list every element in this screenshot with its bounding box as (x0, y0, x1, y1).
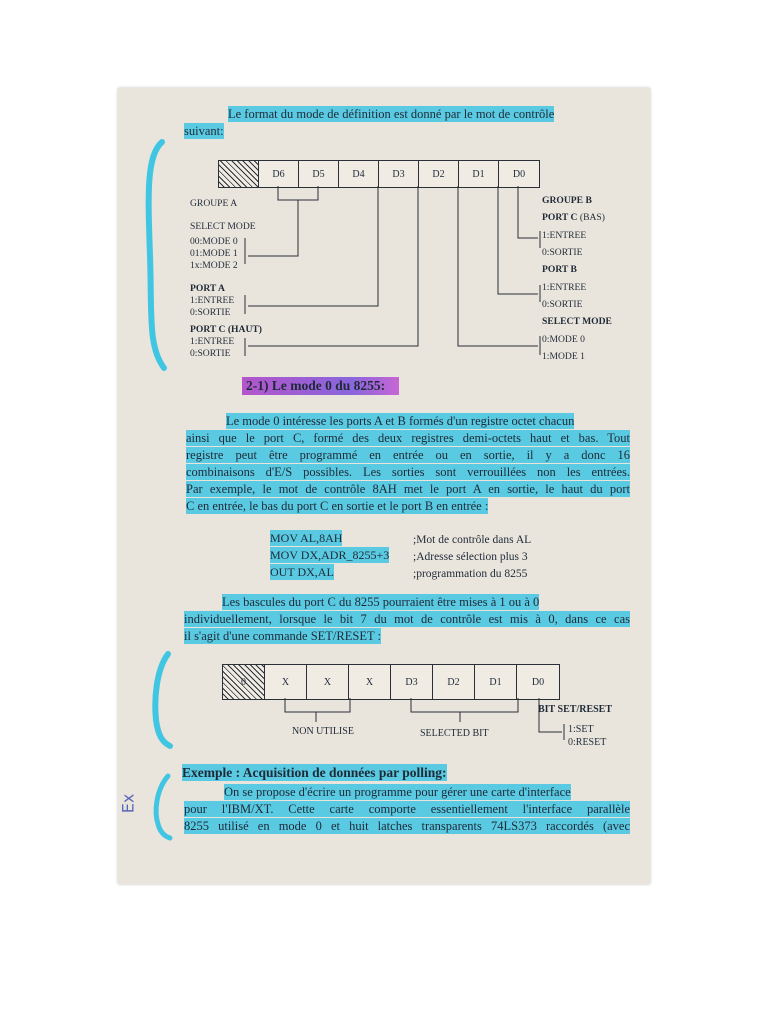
register-cell-d0: D0 (512, 168, 526, 180)
port-c-haut-label: PORT C (HAUT) (190, 324, 262, 335)
body-line-3: registre peut être programmé en entrée o… (186, 447, 630, 463)
code-comment-3: ;programmation du 8255 (413, 568, 528, 580)
register-cell-d5: D5 (299, 161, 339, 187)
selected-bit-label: SELECTED BIT (420, 728, 489, 739)
section-heading: 2-1) Le mode 0 du 8255: (242, 377, 400, 395)
port-c-bas-name: PORT C (542, 212, 578, 223)
code-instr-1: MOV AL,8AH (270, 530, 343, 546)
bits-line-2: individuellement, lorsque le bit 7 du mo… (184, 611, 630, 627)
register2-cell-x2: X (307, 665, 349, 699)
port-b-label: PORT B (542, 264, 577, 275)
bracket-mark-2 (152, 651, 173, 749)
mode1-b-label: 1:MODE 1 (542, 351, 585, 362)
port-a-out-label: 0:SORTIE (190, 307, 231, 318)
intro-line-1: Le format du mode de définition est donn… (228, 106, 555, 122)
mode0-b-label: 0:MODE 0 (542, 334, 585, 345)
code-instr-3: OUT DX,AL (270, 564, 334, 580)
port-c-haut-in-label: 1:ENTREE (190, 336, 235, 347)
body-line-5: Par exemple, le mot de contrôle 8AH met … (186, 481, 630, 497)
select-mode-b-label: SELECT MODE (542, 316, 612, 327)
set-label: 1:SET (568, 724, 594, 735)
body-line-6: C en entrée, le bas du port C en sortie … (186, 498, 489, 514)
bracket-mark-1 (145, 139, 167, 371)
port-c-bas-out-label: 0:SORTIE (542, 247, 583, 258)
register-cell-d6: D6 (259, 161, 299, 187)
code-comment-2: ;Adresse sélection plus 3 (413, 551, 528, 563)
mode1-a-label: 01:MODE 1 (190, 248, 238, 259)
bracket-mark-3 (153, 773, 173, 841)
margin-note: Ex (118, 793, 138, 814)
register-cell-d7 (219, 161, 259, 187)
scanned-page: Le format du mode de définition est donn… (118, 88, 650, 884)
register2-cell-x3: X (349, 665, 391, 699)
register2-wiring (284, 698, 565, 740)
port-b-out-label: 0:SORTIE (542, 299, 583, 310)
port-c-bas-label: PORT C (BAS) (542, 212, 605, 224)
bit-set-reset-label: BIT SET/RESET (538, 704, 613, 715)
groupe-b-label: GROUPE B (542, 195, 592, 206)
bits-line-3: il s'agit d'une commande SET/RESET : (184, 628, 381, 644)
reset-label: 0:RESET (568, 737, 607, 748)
port-c-bas-suffix: (BAS) (579, 212, 605, 223)
body-line-4: combinaisons d'E/S possibles. Les sortie… (186, 464, 630, 480)
control-word-register: D6 D5 D4 D3 D2 D1 D0 (218, 160, 540, 188)
register-cell-d3: D3 (379, 161, 419, 187)
register2-cell-d1: D1 (475, 665, 517, 699)
port-c-bas-in-label: 1:ENTREE (542, 230, 587, 241)
register-cell-d4: D4 (339, 161, 379, 187)
register-cell-d2: D2 (419, 161, 459, 187)
register2-cell-d3: D3 (391, 665, 433, 699)
body-line-2: ainsi que le port C, formé des deux regi… (186, 430, 630, 446)
port-a-label: PORT A (190, 283, 225, 294)
set-reset-register: 0 X X X D3 D2 D1 D0 (222, 664, 560, 700)
register2-cell-d7: 0 (223, 665, 265, 699)
example-heading: Exemple : Acquisition de données par pol… (182, 764, 447, 781)
port-b-in-label: 1:ENTREE (542, 282, 587, 293)
port-a-in-label: 1:ENTREE (190, 295, 235, 306)
mode2-a-label: 1x:MODE 2 (190, 260, 238, 271)
example-line-1: On se propose d'écrire un programme pour… (224, 784, 571, 800)
body-line-1: Le mode 0 intéresse les ports A et B for… (226, 413, 575, 429)
register2-cell-d0: D0 (531, 676, 545, 688)
code-instr-2: MOV DX,ADR_8255+3 (270, 547, 390, 563)
groupe-a-label: GROUPE A (190, 198, 238, 209)
non-utilise-label: NON UTILISE (292, 726, 354, 737)
select-mode-a-label: SELECT MODE (190, 221, 256, 232)
code-comment-1: ;Mot de contrôle dans AL (413, 534, 532, 546)
register2-cell-d2: D2 (433, 665, 475, 699)
bits-line-1: Les bascules du port C du 8255 pourraien… (222, 594, 540, 610)
example-line-2: pour l'IBM/XT. Cette carte comporte esse… (184, 801, 630, 817)
port-c-haut-out-label: 0:SORTIE (190, 348, 231, 359)
register-wiring (244, 186, 541, 356)
register2-cell-x1: X (265, 665, 307, 699)
mode0-a-label: 00:MODE 0 (190, 236, 238, 247)
intro-line-2: suivant: (184, 123, 224, 139)
example-line-3: 8255 utilisé en mode 0 et huit latches t… (184, 818, 630, 834)
register-cell-d1: D1 (459, 161, 499, 187)
